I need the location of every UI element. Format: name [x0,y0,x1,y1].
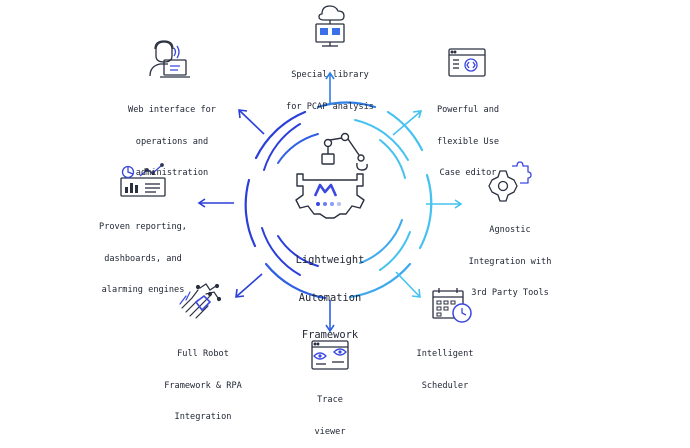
arrow-editor [392,111,421,136]
node-label-line: Agnostic [489,225,531,235]
node-label-trace: Trace viewer [300,374,360,448]
node-label-line: Trace [317,395,343,405]
node-label-line: 3rd Party Tools [471,288,549,298]
center-label-line1: Lightweight [295,254,365,266]
center-label-line3: Framework [301,329,359,341]
diagram-canvas [120,5,532,370]
node-label-line: dashboards, and [104,253,182,264]
center-label-line2: Automation [298,291,362,304]
calendar-clock-icon [432,288,472,323]
node-label-line: operations and [135,136,209,147]
arrow-head-reporting [197,198,206,208]
node-label-line: alarming engines [101,285,185,295]
eye-window-icon [311,340,349,370]
node-label-line: Full Robot [177,349,229,359]
arrow-head-scheduler [411,288,421,298]
node-label-line: viewer [314,426,346,437]
outer-ring [244,101,433,300]
node-label-line: administration [135,168,209,178]
node-label-integration: Agnostic Integration with 3rd Party Tool… [455,204,565,309]
arrow-scheduler [395,271,420,297]
arrow-head-trace [325,324,335,333]
node-label-pcap: Special library for PCAP analysis [265,49,395,123]
arrow-head-web [238,109,248,119]
node-label-line: Scheduler [421,380,469,391]
center-label: Lightweight Automation Framework [275,229,385,354]
arrow-head-integration [454,199,463,209]
inner-ring [277,133,406,267]
node-label-line: Proven reporting, [99,222,187,232]
puzzle-gear-icon [488,161,532,202]
robot-arm-gear-icon [295,132,368,219]
node-label-line: Integration with [468,256,552,267]
operator-laptop-icon [149,40,190,78]
node-label-line: Case editor [439,168,497,178]
arrow-head-robot [235,288,245,298]
node-label-line: flexible Use [436,136,500,147]
node-label-line: Web interface for [128,105,216,115]
arrow-head-pcap [325,71,335,80]
spoke-arrows [197,71,463,333]
node-label-line: Framework & RPA [164,380,242,391]
robot-hand-icon [179,283,222,319]
node-label-line: for PCAP analysis [286,101,374,112]
node-label-line: Intelligent [416,349,474,359]
node-label-line: Special library [291,70,369,80]
cloud-server-icon [315,5,345,47]
arrow-web [239,110,265,135]
node-label-web: Web interface for operations and adminis… [112,84,232,189]
node-label-robot: Full Robot Framework & RPA Integration [148,328,258,433]
brand-logo-icon [313,183,341,206]
middle-ring [261,119,411,276]
arrow-head-editor [412,110,423,119]
arrow-robot [236,273,263,297]
node-label-scheduler: Intelligent Scheduler [405,328,485,402]
node-label-line: Integration [174,412,232,422]
dashboard-chart-icon [120,163,166,197]
node-label-editor: Powerful and flexible Use Case editor [418,84,518,189]
node-label-line: Powerful and [436,105,500,115]
node-label-reporting: Proven reporting, dashboards, and alarmi… [88,201,198,306]
code-window-icon [448,48,486,77]
